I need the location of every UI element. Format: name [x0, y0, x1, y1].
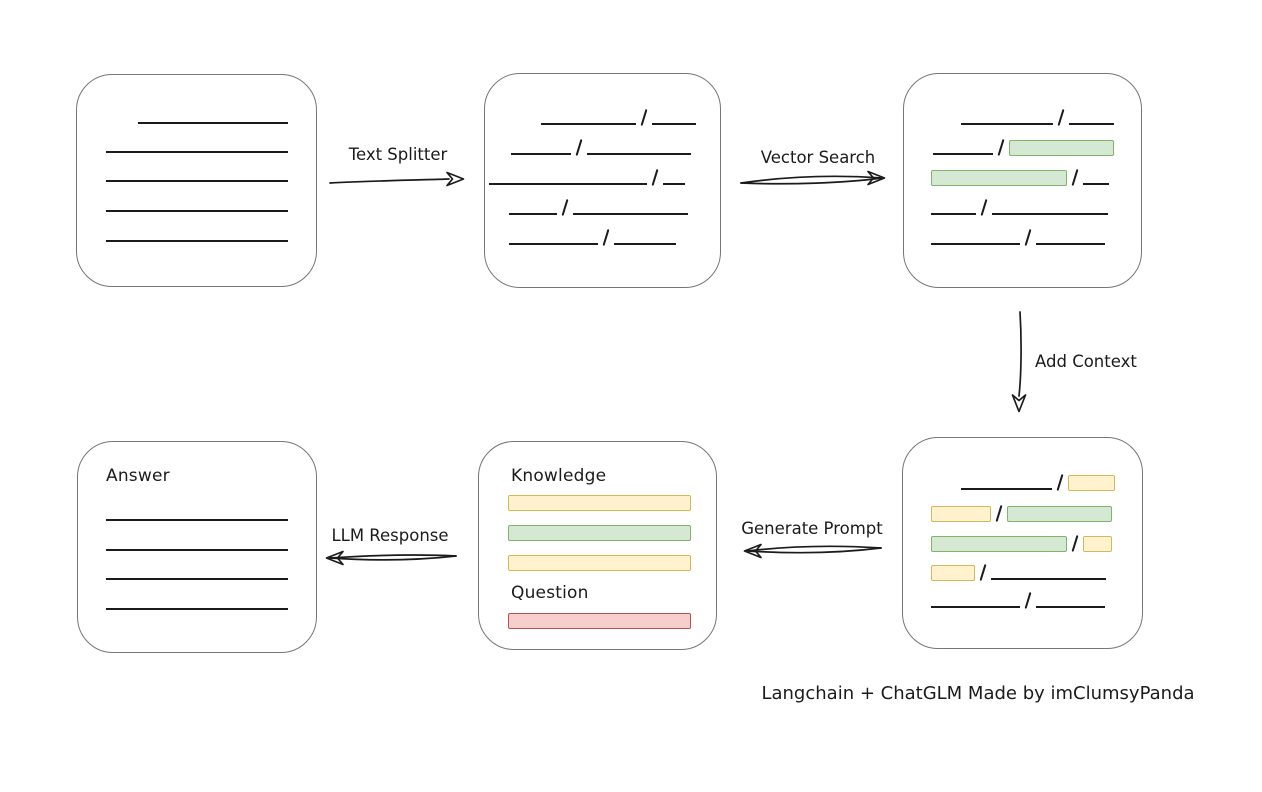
text-splitter-arrow — [329, 171, 465, 187]
chunk-separator-slash — [1056, 474, 1064, 491]
chunk-row — [931, 534, 1113, 552]
chunk-text-line — [931, 243, 1020, 245]
credit-caption: Langchain + ChatGLM Made by imClumsyPand… — [761, 683, 1195, 704]
text-line — [106, 240, 288, 242]
chunk-row — [931, 591, 1106, 609]
text-line — [106, 549, 288, 551]
add-context-label: Add Context — [1035, 352, 1137, 371]
chunk-separator-slash — [1024, 229, 1032, 246]
chunk-row — [931, 168, 1110, 186]
chunk-row — [489, 168, 686, 186]
green-bar — [508, 525, 691, 541]
vector-search-label: Vector Search — [760, 148, 876, 167]
chunk-row — [511, 138, 692, 156]
text-line — [106, 151, 288, 153]
chunk-text-line — [663, 183, 686, 185]
chunk-text-line — [509, 213, 557, 215]
chunk-text-line — [931, 606, 1020, 608]
chunk-text-line — [992, 213, 1109, 215]
green-highlight-chunk — [931, 170, 1067, 186]
generate-prompt-arrow — [743, 543, 882, 559]
yellow-highlight-chunk — [931, 506, 991, 522]
chunk-text-line — [509, 243, 598, 245]
context-box — [902, 437, 1143, 649]
chunk-text-line — [961, 488, 1052, 490]
chunk-row — [961, 473, 1116, 491]
question-label: Question — [511, 583, 589, 603]
add-context-arrow — [1011, 311, 1027, 413]
chunk-row — [509, 198, 689, 216]
chunk-separator-slash — [1057, 109, 1065, 126]
chunk-text-line — [1036, 243, 1106, 245]
yellow-highlight-chunk — [931, 565, 975, 581]
llm-response-arrow — [325, 550, 457, 566]
chunk-text-line — [933, 153, 993, 155]
chunk-separator-slash — [1024, 592, 1032, 609]
chunk-text-line — [541, 123, 636, 125]
chunk-separator-slash — [575, 139, 583, 156]
text-splitter-label: Text Splitter — [348, 145, 448, 164]
chunk-row — [931, 563, 1107, 581]
chunk-text-line — [511, 153, 571, 155]
chunk-row — [931, 504, 1113, 522]
green-highlight-chunk — [1009, 140, 1115, 156]
chunk-separator-slash — [979, 564, 987, 581]
llm-response-label: LLM Response — [331, 526, 449, 545]
generate-prompt-label: Generate Prompt — [741, 519, 883, 538]
chunk-separator-slash — [602, 229, 610, 246]
green-highlight-chunk — [1007, 506, 1113, 522]
chunk-row — [931, 198, 1109, 216]
chunk-row — [961, 108, 1115, 126]
chunk-text-line — [652, 123, 697, 125]
chunk-row — [931, 228, 1106, 246]
vector-matches-box — [903, 73, 1142, 288]
text-line — [106, 519, 288, 521]
chunk-text-line — [1083, 183, 1110, 185]
chunk-text-line — [991, 578, 1107, 580]
chunk-row — [933, 138, 1115, 156]
chunk-separator-slash — [640, 109, 648, 126]
chunk-text-line — [1036, 606, 1106, 608]
chunk-text-line — [573, 213, 689, 215]
red-bar — [508, 613, 691, 629]
chunk-text-line — [587, 153, 692, 155]
chunk-separator-slash — [561, 199, 569, 216]
chunk-separator-slash — [651, 169, 659, 186]
yellow-highlight-chunk — [1068, 475, 1116, 491]
text-line — [138, 122, 288, 124]
chunk-separator-slash — [1071, 169, 1079, 186]
answer-box: Answer — [77, 441, 317, 653]
text-line — [106, 210, 288, 212]
chunk-separator-slash — [1071, 535, 1079, 552]
chunk-text-line — [614, 243, 677, 245]
chunk-text-line — [489, 183, 647, 185]
chunk-separator-slash — [995, 505, 1003, 522]
text-line — [106, 608, 288, 610]
chunk-text-line — [1069, 123, 1115, 125]
chunk-row — [509, 228, 677, 246]
text-line — [106, 180, 288, 182]
yellow-highlight-chunk — [1083, 536, 1113, 552]
answer-label: Answer — [106, 466, 170, 486]
yellow-bar — [508, 555, 691, 571]
split-chunks-box — [484, 73, 721, 288]
green-highlight-chunk — [931, 536, 1067, 552]
knowledge-label: Knowledge — [511, 466, 607, 486]
yellow-bar — [508, 495, 691, 511]
chunk-text-line — [931, 213, 976, 215]
chunk-text-line — [961, 123, 1053, 125]
chunk-row — [541, 108, 697, 126]
source-document-box — [76, 74, 317, 287]
chunk-separator-slash — [980, 199, 988, 216]
text-line — [106, 578, 288, 580]
chunk-separator-slash — [997, 139, 1005, 156]
vector-search-arrow — [740, 170, 886, 186]
